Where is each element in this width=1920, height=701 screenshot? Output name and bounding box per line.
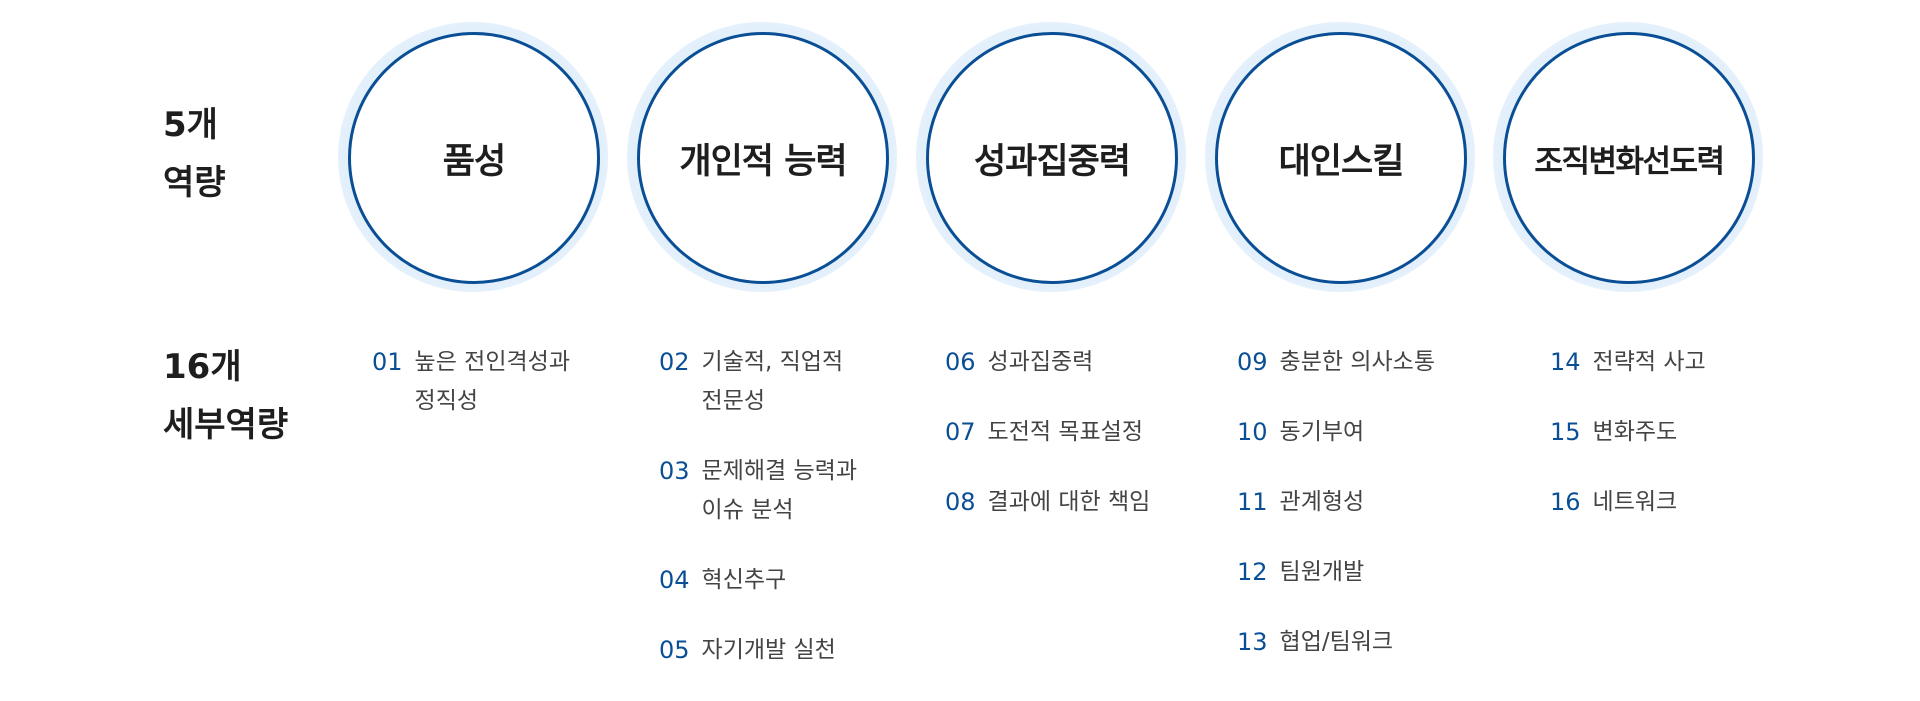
item-number: 02 [659, 348, 690, 376]
item-text: 관계형성 [1279, 489, 1365, 515]
item-text: 혁신추구 [701, 567, 787, 593]
list-item: 09 충분한 의사소통 [1237, 343, 1435, 382]
list-item: 14 전략적 사고 [1550, 343, 1706, 382]
item-number: 07 [945, 418, 976, 446]
competency-circle-character: 품성 [338, 22, 608, 292]
list-item: 13 협업/팀워크 [1237, 623, 1435, 662]
competencies-row-label: 5개 역량 [163, 96, 226, 212]
item-text: 전략적 사고 [1592, 349, 1706, 375]
sub-competencies-count: 16개 [163, 347, 242, 387]
list-item: 05 자기개발 실천 [659, 631, 857, 670]
list-item: 15 변화주도 [1550, 413, 1706, 452]
sub-competency-list-personal-ability: 02 기술적, 직업적 전문성 03 문제해결 능력과 이슈 분석 04 혁신추… [659, 343, 857, 701]
item-number: 12 [1237, 558, 1268, 586]
item-number: 14 [1550, 348, 1581, 376]
item-number: 13 [1237, 628, 1268, 656]
list-item: 08 결과에 대한 책임 [945, 483, 1150, 522]
item-text: 높은 전인격성과 정직성 [414, 349, 570, 414]
list-item: 11 관계형성 [1237, 483, 1435, 522]
list-item: 04 혁신추구 [659, 561, 857, 600]
item-number: 05 [659, 636, 690, 664]
list-item: 12 팀원개발 [1237, 553, 1435, 592]
list-item: 07 도전적 목표설정 [945, 413, 1150, 452]
item-text: 기술적, 직업적 전문성 [701, 349, 844, 414]
item-number: 06 [945, 348, 976, 376]
list-item: 01 높은 전인격성과 정직성 [372, 343, 570, 421]
item-number: 15 [1550, 418, 1581, 446]
competency-name: 개인적 능력 [679, 141, 847, 182]
list-item: 06 성과집중력 [945, 343, 1150, 382]
competency-circle-organizational-change: 조직변화선도력 [1493, 22, 1763, 292]
competency-name: 품성 [442, 141, 506, 182]
item-text: 팀원개발 [1279, 559, 1365, 585]
item-text: 동기부여 [1279, 419, 1365, 445]
item-text: 결과에 대한 책임 [987, 489, 1151, 515]
sub-competencies-row-label: 16개 세부역량 [163, 338, 288, 454]
item-number: 11 [1237, 488, 1268, 516]
item-number: 16 [1550, 488, 1581, 516]
competency-circle-personal-ability: 개인적 능력 [627, 22, 897, 292]
item-number: 09 [1237, 348, 1268, 376]
competency-name: 조직변화선도력 [1534, 143, 1725, 180]
item-text: 도전적 목표설정 [987, 419, 1143, 445]
competencies-word: 역량 [163, 163, 226, 203]
list-item: 03 문제해결 능력과 이슈 분석 [659, 452, 857, 530]
item-number: 10 [1237, 418, 1268, 446]
item-number: 08 [945, 488, 976, 516]
list-item: 16 네트워크 [1550, 483, 1706, 522]
competencies-count: 5개 [163, 105, 218, 145]
competency-name: 대인스킬 [1278, 141, 1405, 182]
competency-name: 성과집중력 [973, 141, 1131, 182]
list-item: 10 동기부여 [1237, 413, 1435, 452]
sub-competencies-word: 세부역량 [163, 405, 289, 445]
item-number: 01 [372, 348, 403, 376]
item-text: 협업/팀워크 [1279, 629, 1394, 655]
item-text: 변화주도 [1592, 419, 1678, 445]
item-text: 자기개발 실천 [701, 637, 836, 663]
sub-competency-list-interpersonal-skills: 09 충분한 의사소통 10 동기부여 11 관계형성 12 팀원개발 13 협… [1237, 343, 1435, 693]
competency-circle-performance-focus: 성과집중력 [916, 22, 1186, 292]
item-text: 충분한 의사소통 [1279, 349, 1435, 375]
item-text: 네트워크 [1592, 489, 1678, 515]
item-text: 성과집중력 [987, 349, 1094, 375]
competency-circle-interpersonal-skills: 대인스킬 [1205, 22, 1475, 292]
sub-competency-list-character: 01 높은 전인격성과 정직성 [372, 343, 570, 452]
item-number: 03 [659, 457, 690, 485]
sub-competency-list-performance-focus: 06 성과집중력 07 도전적 목표설정 08 결과에 대한 책임 [945, 343, 1150, 553]
sub-competency-list-organizational-change: 14 전략적 사고 15 변화주도 16 네트워크 [1550, 343, 1706, 553]
item-text: 문제해결 능력과 이슈 분석 [701, 458, 857, 523]
item-number: 04 [659, 566, 690, 594]
list-item: 02 기술적, 직업적 전문성 [659, 343, 857, 421]
